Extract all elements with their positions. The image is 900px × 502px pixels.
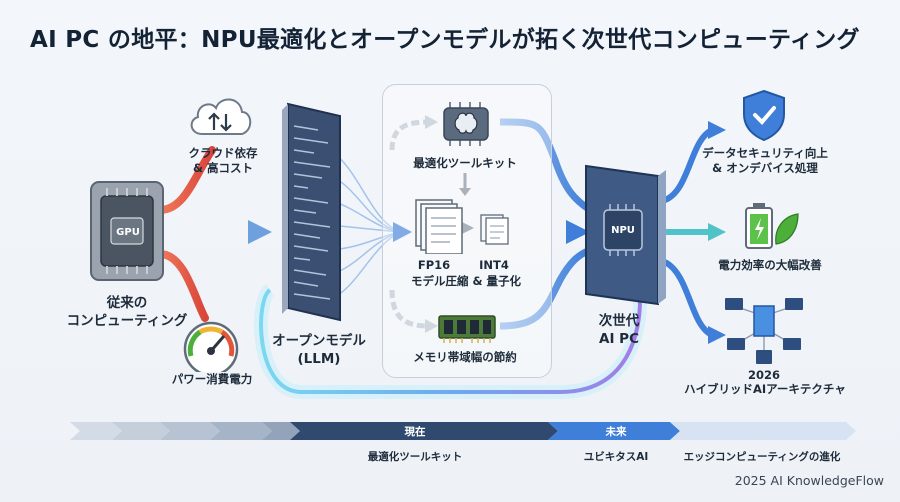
dashed-to-toolkit (389, 119, 429, 151)
timeline-bar (70, 422, 856, 440)
cloud-label: クラウド依存 & 高コスト (188, 146, 258, 175)
glow-loop-arrow (259, 285, 642, 394)
npu-chip-text: NPU (611, 225, 635, 236)
timeline-now-title: 現在 (404, 426, 426, 438)
memory-to-npu-arrow (499, 246, 592, 330)
timeline-future-segment (548, 422, 680, 440)
next-pc-label: 次世代 AI PC (598, 313, 640, 347)
cloud-icon (190, 98, 252, 135)
gpu-to-model-arrowhead (248, 220, 272, 244)
compress-label: モデル圧縮 & 量子化 (410, 274, 522, 288)
brain-chip-icon (443, 102, 489, 146)
memory-icon (438, 315, 496, 343)
hybrid-network-icon (725, 298, 803, 364)
fp16-to-int4-arrow (462, 222, 474, 234)
credit-text: 2025 AI KnowledgeFlow (734, 473, 884, 488)
memory-label: メモリ帯域幅の節約 (413, 350, 517, 364)
ai-pc-icon (585, 164, 666, 306)
gpu-to-power-arrow (156, 250, 209, 322)
gpu-chip-icon (90, 181, 164, 281)
power-eff-label: 電力効率の大幅改善 (718, 258, 822, 272)
timeline-edge-label: エッジコンピューティングの進化 (683, 451, 841, 463)
timeline-future-label: ユビキタスAI (583, 451, 649, 463)
dashed-to-memory (389, 289, 429, 329)
timeline-now-segment (290, 422, 558, 440)
gpu-label: 従来の コンピューティング (66, 295, 188, 329)
gpu-chip-label-box: GPU (116, 227, 140, 238)
gauge-icon (183, 321, 239, 372)
timeline-edge-segment (670, 422, 856, 440)
hybrid-label: ハイブリッドAIアーキテクチャ (684, 382, 846, 396)
security-label: データセキュリティ向上 & オンデバイス処理 (702, 146, 828, 175)
gpu-chip-text: GPU (116, 227, 140, 238)
fp16-docs-icon (415, 199, 463, 254)
page-title: AI PC の地平：NPU最適化とオープンモデルが拓く次世代コンピューティング (30, 27, 860, 53)
fp16-label: FP16 (417, 258, 451, 272)
int4-label: INT4 (479, 258, 509, 272)
timeline-now-label: 最適化ツールキット (367, 451, 463, 463)
toolkit-to-npu-arrow (499, 118, 592, 213)
npu-chip-label-box: NPU (611, 225, 635, 236)
npu-to-security-arrow (663, 127, 714, 203)
shield-icon (743, 89, 785, 142)
toolkit-label: 最適化ツールキット (413, 156, 517, 170)
hybrid-year: 2026 (747, 368, 780, 382)
npu-to-hybrid-arrow (663, 259, 714, 338)
power-label: パワー消費電力 (171, 372, 253, 386)
model-label: オープンモデル (LLM) (272, 333, 366, 367)
battery-leaf-icon (745, 203, 799, 249)
int4-docs-icon (480, 214, 509, 245)
gpu-to-cloud-arrow (156, 146, 216, 214)
server-icon (282, 102, 341, 322)
timeline-future-title: 未来 (605, 426, 627, 438)
